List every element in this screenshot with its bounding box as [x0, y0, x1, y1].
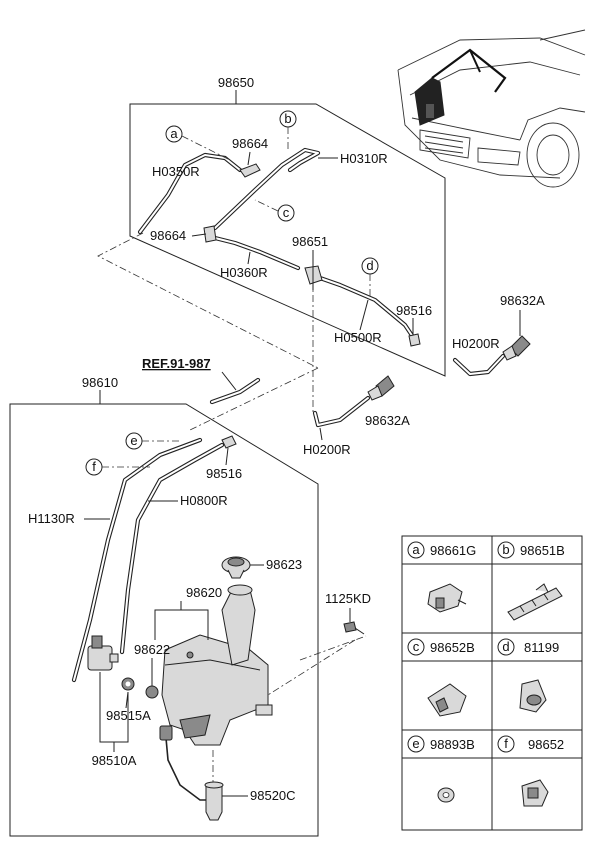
label-98664-top: 98664 [232, 136, 268, 151]
svg-text:e: e [130, 433, 137, 448]
svg-text:e: e [412, 736, 419, 751]
hose-H0200R-center [312, 395, 371, 428]
label-1125KD: 1125KD [325, 591, 371, 606]
svg-text:98652: 98652 [528, 737, 564, 752]
grommet-98515A [121, 677, 135, 691]
label-ref: REF.91-987 [142, 356, 211, 371]
leader-H0200R-center [319, 427, 323, 441]
clip-98651B-drawing [507, 583, 563, 621]
svg-text:a: a [412, 542, 420, 557]
label-98622: 98622 [134, 642, 170, 657]
svg-text:98661G: 98661G [430, 543, 476, 558]
leader-H0360R [247, 251, 251, 265]
legend-cell-c: c 98652B [407, 638, 475, 656]
label-98610: 98610 [82, 375, 118, 390]
svg-text:c: c [413, 639, 420, 654]
clip-98661G-drawing [427, 583, 467, 613]
label-98515A: 98515A [106, 708, 151, 723]
leader-ref [221, 371, 237, 391]
label-H0200R-center: H0200R [303, 442, 351, 457]
pump-98510A [87, 635, 119, 671]
svg-text:c: c [283, 205, 290, 220]
lower-hoses [71, 437, 225, 683]
svg-text:81199: 81199 [524, 640, 559, 655]
leader-98516-lower [225, 447, 229, 466]
svg-text:98652B: 98652B [430, 640, 475, 655]
callout-a-upper: a [165, 125, 183, 143]
label-98516-upper: 98516 [396, 303, 432, 318]
connector-98664-mid [203, 225, 217, 243]
svg-text:98893B: 98893B [430, 737, 475, 752]
legend-cell-b: b 98651B [497, 541, 565, 559]
callout-d-upper: d [361, 257, 379, 275]
callout-e-lower: e [125, 432, 143, 450]
callout-c-leader [254, 199, 279, 212]
label-98510A: 98510A [92, 753, 137, 768]
label-H0500R: H0500R [334, 330, 382, 345]
upper-assembly-outline [129, 103, 446, 377]
label-98620: 98620 [186, 585, 222, 600]
svg-text:f: f [504, 736, 508, 751]
leader-98664-mid [191, 233, 207, 237]
callout-c-upper: c [277, 204, 295, 222]
label-H0310R: H0310R [340, 151, 388, 166]
upper-hoses [137, 147, 418, 343]
sensor-wire [165, 737, 206, 801]
tank-98620 [161, 584, 273, 746]
label-H0800R: H0800R [180, 493, 228, 508]
plug-98893B-drawing [437, 787, 455, 803]
label-98623: 98623 [266, 557, 302, 572]
nozzle-98632A-right [502, 335, 531, 361]
callout-f-lower: f [85, 458, 103, 476]
label-98520C: 98520C [250, 788, 296, 803]
lower-assembly-outline [9, 403, 319, 837]
label-98516-lower: 98516 [206, 466, 242, 481]
nozzle-98632A-center [367, 375, 395, 401]
leader-H0500R [359, 299, 369, 331]
svg-text:b: b [502, 542, 509, 557]
legend-cell-d: d 81199 [497, 638, 559, 656]
clip-98652-drawing [521, 779, 549, 807]
cap-98622 [145, 685, 159, 699]
bolt-1125KD [343, 621, 365, 635]
label-H0350R: H0350R [152, 164, 200, 179]
label-98651: 98651 [292, 234, 328, 249]
clip-98652B-drawing [427, 683, 467, 717]
svg-text:d: d [502, 639, 509, 654]
sensor-98520C [204, 781, 224, 821]
legend-cell-f: f 98652 [497, 735, 564, 753]
legend-table [401, 535, 583, 831]
sensor-connector [159, 725, 173, 741]
car-illustration [397, 29, 586, 188]
leader-98664-top [247, 151, 251, 166]
label-98650: 98650 [218, 75, 254, 90]
label-H0200R-right: H0200R [452, 336, 500, 351]
label-H0360R: H0360R [220, 265, 268, 280]
clip-81199-drawing [519, 679, 547, 713]
svg-text:a: a [170, 126, 178, 141]
cap-98623 [221, 556, 251, 579]
legend-cell-a: a 98661G [407, 541, 476, 559]
svg-text:98651B: 98651B [520, 543, 565, 558]
label-H1130R: H1130R [28, 511, 75, 526]
connector-98516-lower [221, 435, 237, 449]
svg-text:d: d [366, 258, 373, 273]
callout-b-upper: b [279, 110, 297, 128]
label-98632A-center: 98632A [365, 413, 410, 428]
svg-text:b: b [284, 111, 291, 126]
label-98664-mid: 98664 [150, 228, 186, 243]
connector-98664-top [239, 163, 261, 178]
label-98632A-right: 98632A [500, 293, 545, 308]
callout-a-leader [181, 135, 231, 161]
legend-cell-e: e 98893B [407, 735, 475, 753]
connector-98516-upper [408, 333, 421, 347]
svg-text:f: f [92, 459, 96, 474]
connector-98651 [304, 262, 323, 290]
